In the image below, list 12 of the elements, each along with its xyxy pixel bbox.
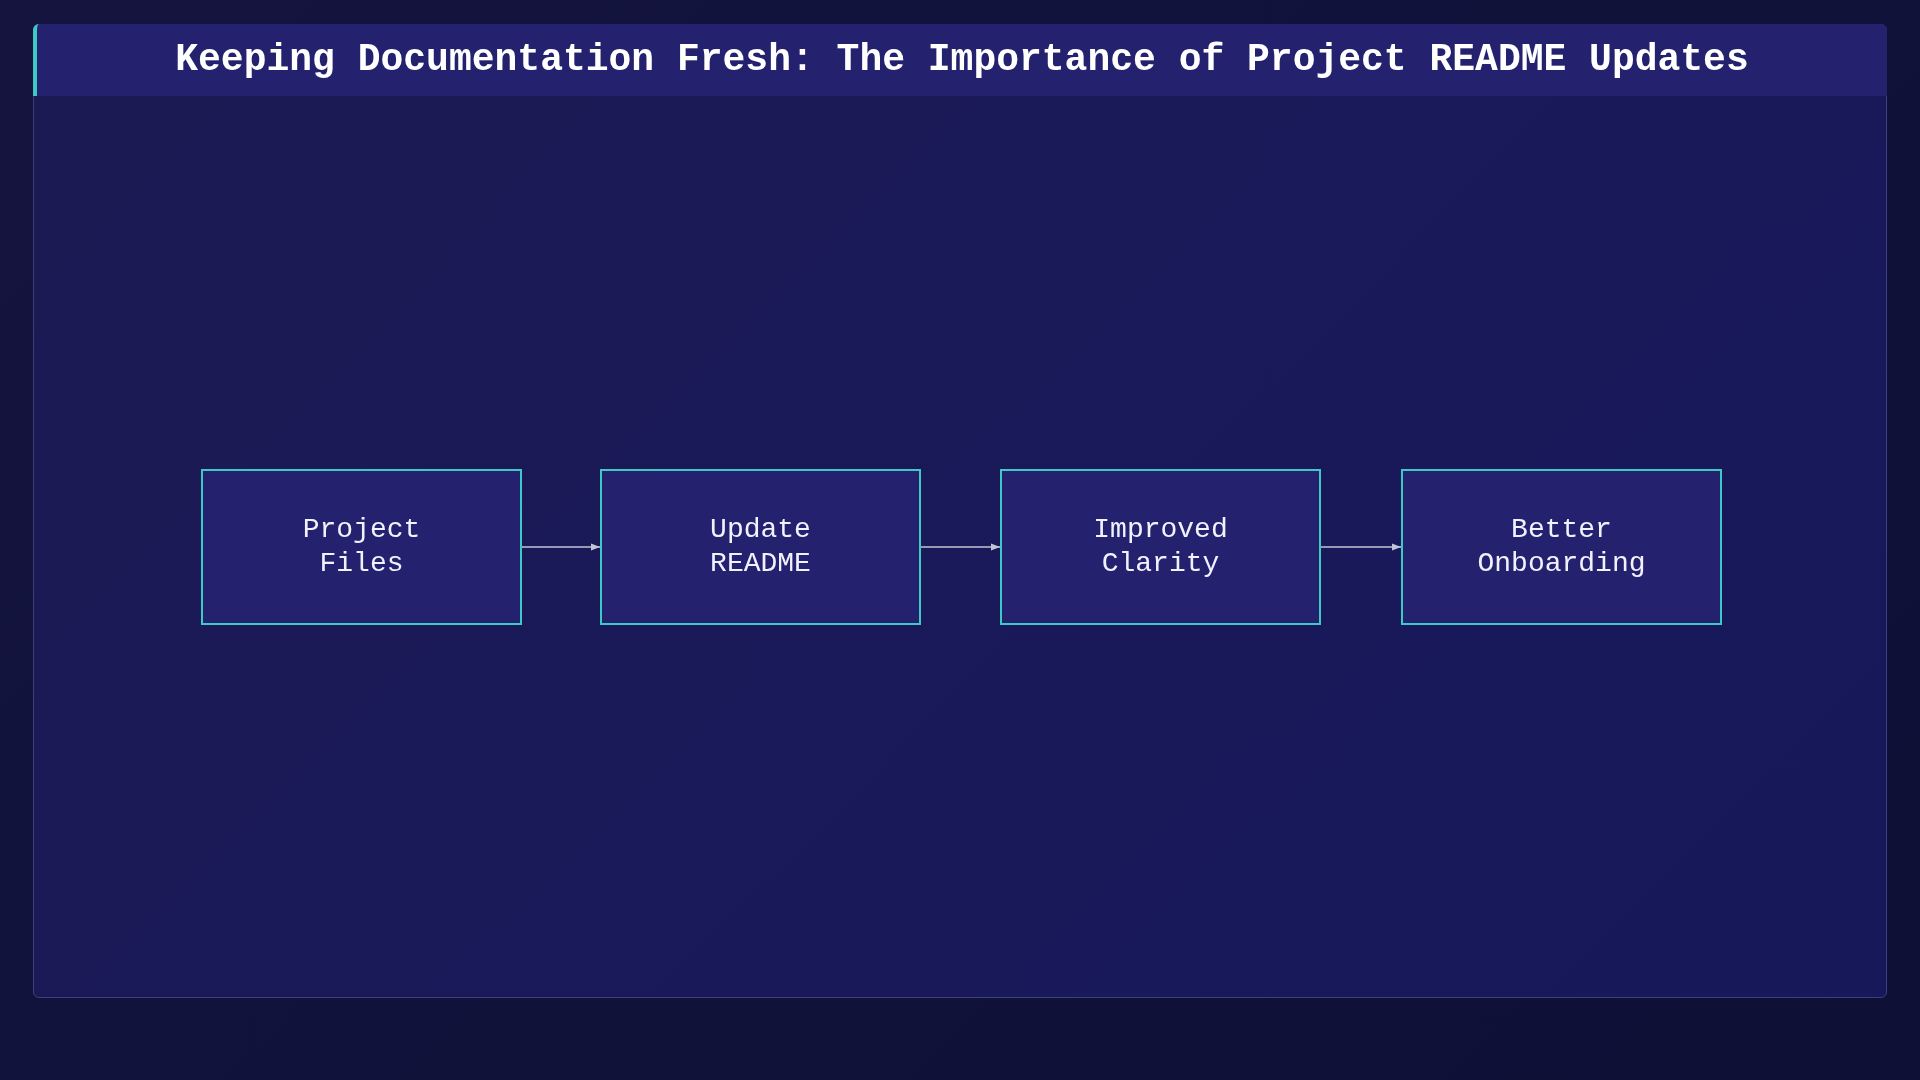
box-label: Better Onboarding — [1476, 512, 1647, 581]
arrow — [920, 543, 1001, 551]
process-box — [201, 469, 522, 625]
process-box — [1401, 469, 1722, 625]
arrow — [1320, 543, 1402, 551]
box-label: Improved Clarity — [1092, 512, 1229, 581]
diagram-title: Keeping Documentation Fresh: The Importance of Project README Updates — [175, 37, 1749, 83]
box-label: Update README — [709, 512, 812, 581]
process-box — [1000, 469, 1321, 625]
arrow — [521, 543, 601, 551]
box-label: Project Files — [301, 512, 422, 581]
process-box — [600, 469, 921, 625]
